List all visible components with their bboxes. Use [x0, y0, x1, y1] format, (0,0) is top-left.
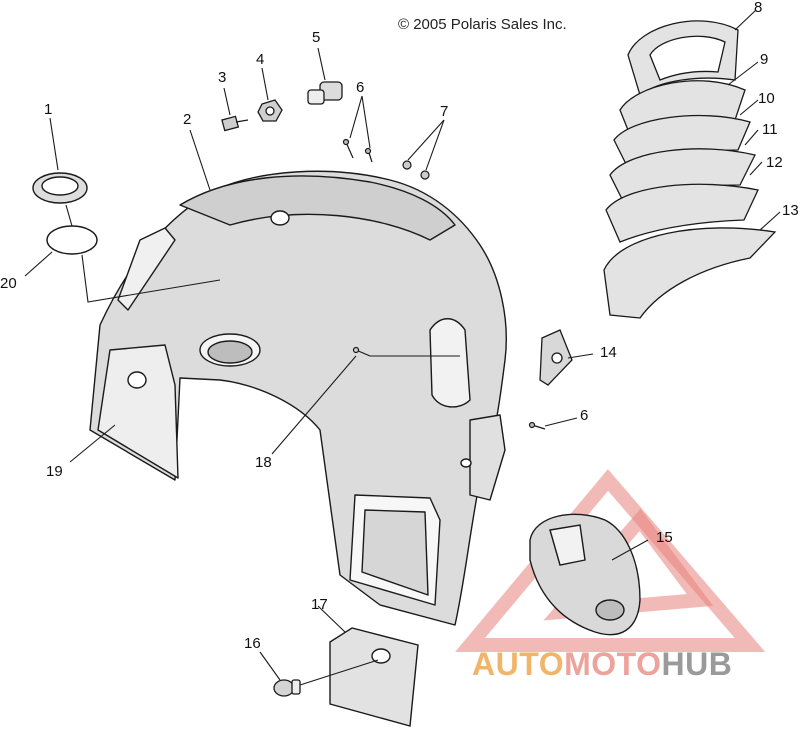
callout-7: 7 — [440, 103, 449, 120]
leader-lines — [24, 9, 781, 686]
callout-6: 6 — [356, 79, 365, 96]
callout-16: 16 — [244, 635, 261, 652]
callout-5: 5 — [312, 29, 321, 46]
right-flank — [469, 414, 506, 501]
callout-13: 13 — [782, 202, 799, 219]
callout-1: 1 — [44, 101, 53, 118]
callout-9: 9 — [760, 51, 769, 68]
part-6-screw-lower — [528, 421, 546, 430]
part-4-nut — [257, 99, 283, 122]
callout-14: 14 — [600, 344, 617, 361]
part-6-screws — [342, 138, 373, 163]
right-cavity — [429, 318, 471, 408]
watermark-hub: HUB — [661, 646, 733, 682]
watermark-moto: MOTO — [564, 646, 662, 682]
stacked-plates — [603, 20, 777, 319]
callout-8: 8 — [754, 0, 763, 16]
watermark-auto: AUTO — [472, 646, 565, 682]
part-17-cover — [329, 627, 419, 727]
callout-3: 3 — [218, 69, 227, 86]
glovebox-inner — [361, 509, 429, 596]
part-15-housing — [529, 513, 641, 636]
callout-18: 18 — [255, 454, 272, 471]
callout-11: 11 — [762, 121, 778, 138]
dash-ridge — [179, 175, 456, 241]
callout-4: 4 — [256, 51, 265, 68]
callout-12: 12 — [766, 154, 783, 171]
part-18-pin — [352, 346, 371, 357]
callout-6-lower: 6 — [580, 407, 589, 424]
watermark-text: AUTOMOTOHUB — [472, 646, 732, 683]
right-flank-hole — [460, 458, 472, 468]
left-vent — [117, 227, 176, 311]
gauge-opening-inner — [207, 340, 253, 364]
callout-15: 15 — [656, 529, 673, 546]
part-20-ring — [46, 225, 98, 255]
part-1-grommet — [32, 172, 88, 204]
front-panel — [97, 344, 179, 479]
callout-2: 2 — [183, 111, 192, 128]
callout-20: 20 — [0, 275, 17, 292]
part-3-key — [221, 115, 249, 132]
part-5-switch — [307, 81, 343, 105]
copyright-notice: © 2005 Polaris Sales Inc. — [398, 16, 567, 33]
front-panel-hole — [127, 371, 147, 389]
part-16-knob — [273, 679, 301, 697]
callout-17: 17 — [311, 596, 328, 613]
part-14-bracket — [539, 329, 573, 386]
part-7-clips — [402, 160, 430, 180]
callout-10: 10 — [758, 90, 775, 107]
top-hole — [270, 210, 290, 226]
callout-19: 19 — [46, 463, 63, 480]
